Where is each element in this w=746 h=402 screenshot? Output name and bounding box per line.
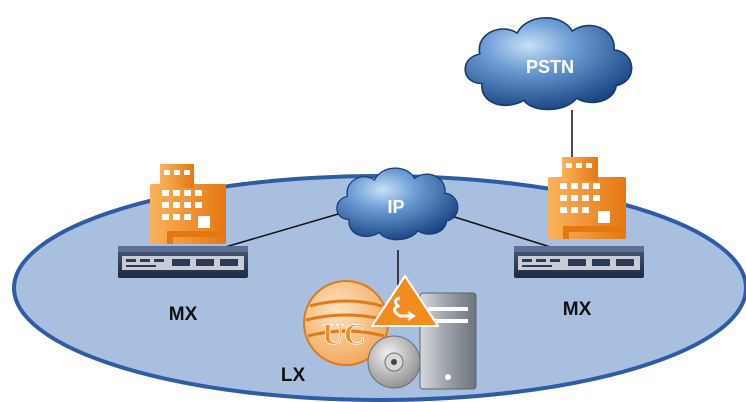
warning-triangle-icon bbox=[371, 275, 439, 327]
mx-right-label: MX bbox=[563, 299, 592, 320]
server-tower-icon bbox=[419, 292, 477, 390]
link-ip-mx-right bbox=[444, 213, 561, 251]
mx-left-label: MX bbox=[169, 304, 198, 325]
pstn-label: PSTN bbox=[526, 57, 574, 77]
disc-icon bbox=[367, 335, 421, 389]
link-mx-left-ip bbox=[214, 211, 346, 251]
uc-application-icon: UC bbox=[303, 280, 389, 366]
mx-right-device-icon bbox=[514, 246, 644, 278]
lx-label: LX bbox=[281, 365, 306, 386]
ip-label: IP bbox=[387, 197, 404, 217]
building-left-icon bbox=[150, 164, 226, 244]
mx-left-device-icon bbox=[118, 246, 248, 278]
building-right-icon bbox=[548, 157, 626, 239]
uc-text: UC bbox=[322, 318, 365, 351]
